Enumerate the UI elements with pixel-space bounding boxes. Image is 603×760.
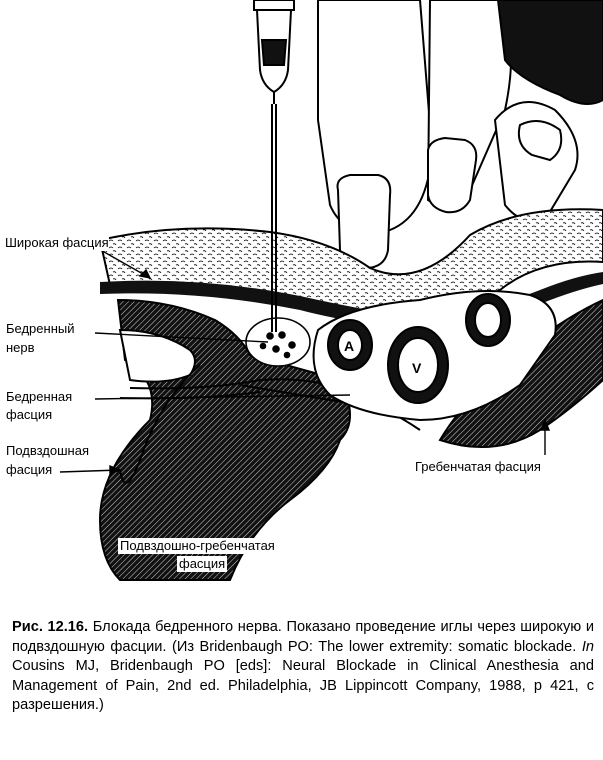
figure-caption: Рис. 12.16. Блокада бедренного нерва. По… — [12, 618, 594, 716]
label-femoral-nerve-line2: нерв — [6, 340, 35, 356]
label-iliac-fascia-line1: Подвздошная — [6, 443, 90, 459]
label-femoral-nerve-line1: Бедренный — [6, 321, 75, 337]
label-iliopectineal-fascia-line2: фасция — [177, 556, 228, 572]
label-pectineal-fascia: Гребенчатая фасция — [415, 459, 541, 475]
femoral-nerve-bundle — [245, 317, 311, 367]
caption-text-b: Cousins MJ, Bridenbaugh PO [eds]: Neural… — [12, 658, 594, 713]
muscle-masses — [98, 298, 603, 581]
femoral-nerve-block-illustration: A V — [59, 0, 603, 581]
figure-number: Рис. 12.16. — [12, 619, 89, 635]
label-fascia-lata: Широкая фасция — [5, 235, 109, 251]
needle — [253, 0, 295, 332]
artery-letter: A — [344, 338, 354, 354]
caption-text-a: Блокада бедренного нерва. Показано прове… — [12, 619, 594, 655]
vein-letter: V — [412, 360, 422, 376]
caption-in-word: In — [581, 638, 594, 655]
label-femoral-fascia-line2: фасция — [6, 407, 53, 423]
label-femoral-fascia-line1: Бедренная — [6, 389, 73, 405]
label-iliopectineal-fascia-line1: Подвздошно-гребенчатая — [118, 538, 277, 554]
label-iliac-fascia-line2: фасция — [6, 462, 53, 478]
femoral-sheath — [312, 290, 557, 422]
palpating-fingers — [317, 0, 603, 270]
